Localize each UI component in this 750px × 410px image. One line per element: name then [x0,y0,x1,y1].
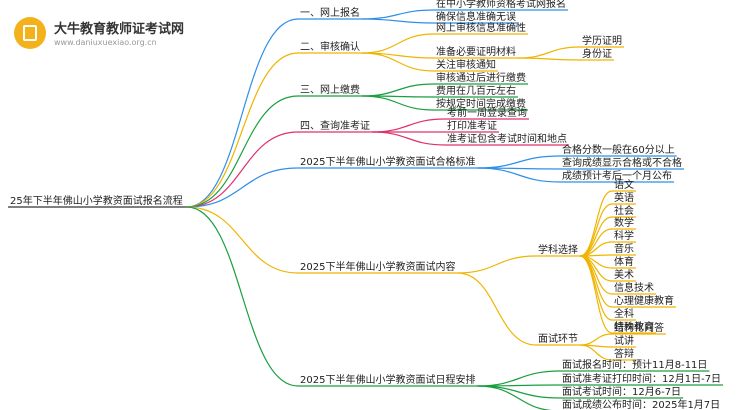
branch-1: 一、网上报名 [300,6,360,19]
branch-1-child-2: 确保信息准确无误 [436,10,516,23]
branch-6-child-1-leaf-1-connector [579,190,613,257]
branch-6-child-1-leaf-12-connector [579,255,613,334]
root-node: 25年下半年佛山小学教资面试报名流程 [10,194,183,207]
branch-6-child-1-connector [457,255,537,274]
brand-logo: 大牛教育教师证考试网 www.daniuxuexiao.org.cn [14,14,204,54]
branch-1-connector [186,18,299,208]
branch-2-connector [186,52,299,208]
branch-4-child-1-connector [371,118,446,133]
branch-7: 2025下半年佛山小学教资面试日程安排 [300,373,475,386]
branch-1-child-1: 在中小学教师资格考试网报名 [436,0,566,10]
branch-3-child-3-connector [361,95,435,111]
branch-5-child-1-connector [477,155,561,169]
branch-6-child-1-leaf-11-connector [579,255,613,321]
branch-7-child-1-connector [477,370,561,387]
branch-6-child-1-leaf-11: 全科 [614,307,634,320]
branch-6-child-1-leaf-10-connector [579,255,613,308]
branch-7-child-1: 面试报名时间：预计11月8-11日 [562,358,707,371]
branch-4-child-3: 准考证包含考试时间和地点 [447,132,567,145]
branch-6-child-1-leaf-4: 数学 [614,216,634,229]
branch-6-child-1-leaf-8-connector [579,255,613,282]
branch-4-child-3-connector [371,131,446,146]
branch-6-child-1-leaf-3: 社会 [614,204,634,217]
book-icon [14,17,46,49]
branch-6-child-2-leaf-1: 结构化问答 [614,321,664,334]
branch-2-child-1: 网上审核信息准确性 [436,21,526,34]
branch-2: 二、审核确认 [300,40,360,53]
branch-7-child-2: 面试准考证打印时间：12月1日-7日 [562,372,721,385]
branch-6-child-1-leaf-7: 体育 [614,255,634,268]
branch-6-child-2-leaf-1-connector [579,333,613,346]
branch-2-child-2-leaf-1: 学历证明 [582,34,622,47]
branch-5-child-1: 合格分数一般在60分以上 [562,143,675,156]
branch-2-child-2: 准备必要证明材料 [436,45,516,58]
branch-6-child-2-leaf-3-connector [579,344,613,361]
branch-3: 三、网上缴费 [300,83,360,96]
branch-2-child-3: 关注审核通知 [436,58,496,71]
branch-6-child-1-leaf-6: 音乐 [614,242,634,255]
branch-4-child-2: 打印准考证 [447,119,497,132]
branch-3-connector [186,95,299,208]
branch-2-child-3-connector [361,52,435,72]
branch-6-child-1-leaf-10: 心理健康教育 [614,294,674,307]
branch-3-child-3: 按规定时间完成缴费 [436,97,526,110]
branch-6-child-2-connector [457,272,537,346]
branch-7-connector [186,206,299,387]
branch-7-child-3: 面试考试时间：12月6-7日 [562,385,681,398]
branch-6-child-1-leaf-2: 英语 [614,191,634,204]
branch-7-child-3-connector [477,385,561,399]
branch-2-child-2-leaf-1-connector [517,46,581,59]
branch-2-child-2-leaf-2: 身份证 [582,47,612,60]
branch-2-child-2-leaf-2-connector [517,57,581,61]
branch-5-child-3-connector [477,167,561,183]
branch-5-connector [186,167,299,208]
branch-1-child-1-connector [361,9,435,20]
branch-3-child-1-connector [361,83,435,97]
branch-6-child-1: 学科选择 [538,243,578,256]
branch-6-child-1-leaf-1: 语文 [614,178,634,191]
branch-6-child-2-leaf-3: 答辩 [614,347,634,360]
branch-5: 2025下半年佛山小学教资面试合格标准 [300,155,475,168]
branch-6-child-2-leaf-2: 试讲 [614,334,634,347]
branch-6: 2025下半年佛山小学教资面试内容 [300,260,455,273]
branch-3-child-1: 审核通过后进行缴费 [436,71,526,84]
branch-6-child-1-leaf-9: 信息技术 [614,281,654,294]
branch-3-child-2: 费用在几百元左右 [436,84,516,97]
branch-5-child-3: 成绩预计考后一个月公布 [562,169,672,182]
branch-7-child-4: 面试成绩公布时间：2025年1月7日 [562,398,720,410]
branch-1-child-2-connector [361,18,435,24]
branch-6-child-1-leaf-5: 科学 [614,229,634,242]
branch-4-child-1: 考前一周登录查询 [447,106,527,119]
branch-4-connector [186,131,299,208]
branch-4: 四、查询准考证 [300,119,370,132]
branch-6-connector [186,206,299,274]
branch-6-child-1-leaf-12: 特殊教育 [614,320,654,333]
branch-5-child-2: 查询成绩显示合格或不合格 [562,156,682,169]
brand-name: 大牛教育教师证考试网 [54,22,185,37]
brand-url: www.daniuxuexiao.org.cn [54,38,157,47]
branch-6-child-1-leaf-8: 美术 [614,268,634,281]
branch-7-child-4-connector [477,385,553,410]
branch-2-child-1-connector [361,33,435,54]
branch-6-child-2: 面试环节 [538,332,578,345]
